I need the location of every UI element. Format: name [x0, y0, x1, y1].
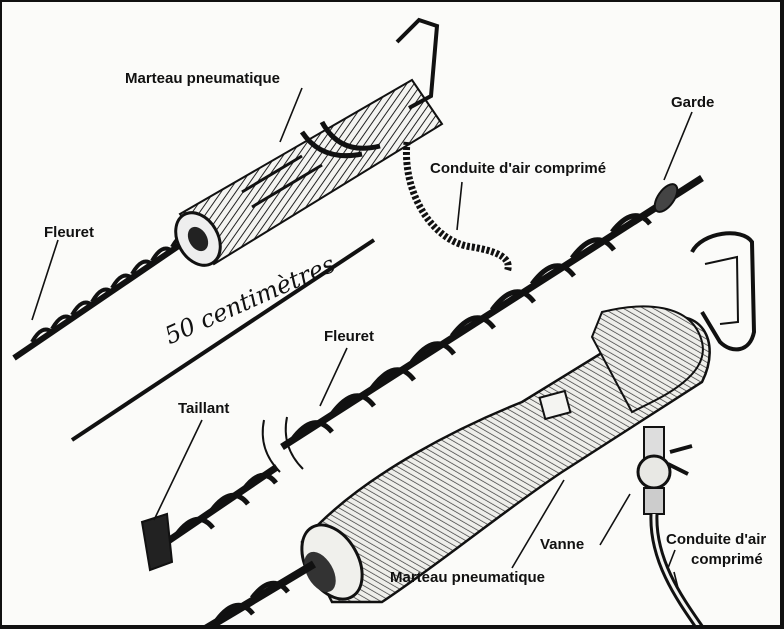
- top-hammer-body: [167, 20, 442, 273]
- label-bottom-air-hose-2: comprimé: [691, 551, 763, 568]
- label-top-hammer: Marteau pneumatique: [125, 70, 280, 87]
- label-left-drill: Fleuret: [44, 224, 94, 241]
- label-bottom-air-hose-1: Conduite d'air: [666, 531, 766, 548]
- label-middle-drill: Fleuret: [324, 328, 374, 345]
- label-bit: Taillant: [178, 400, 229, 417]
- label-valve: Vanne: [540, 536, 584, 553]
- label-bottom-hammer: Marteau pneumatique: [390, 569, 545, 586]
- valve-assembly: [638, 427, 692, 514]
- bit-segment: [142, 467, 277, 570]
- label-guard: Garde: [671, 94, 714, 111]
- bottom-drill: [202, 564, 314, 629]
- label-top-air-hose: Conduite d'air comprimé: [430, 160, 606, 177]
